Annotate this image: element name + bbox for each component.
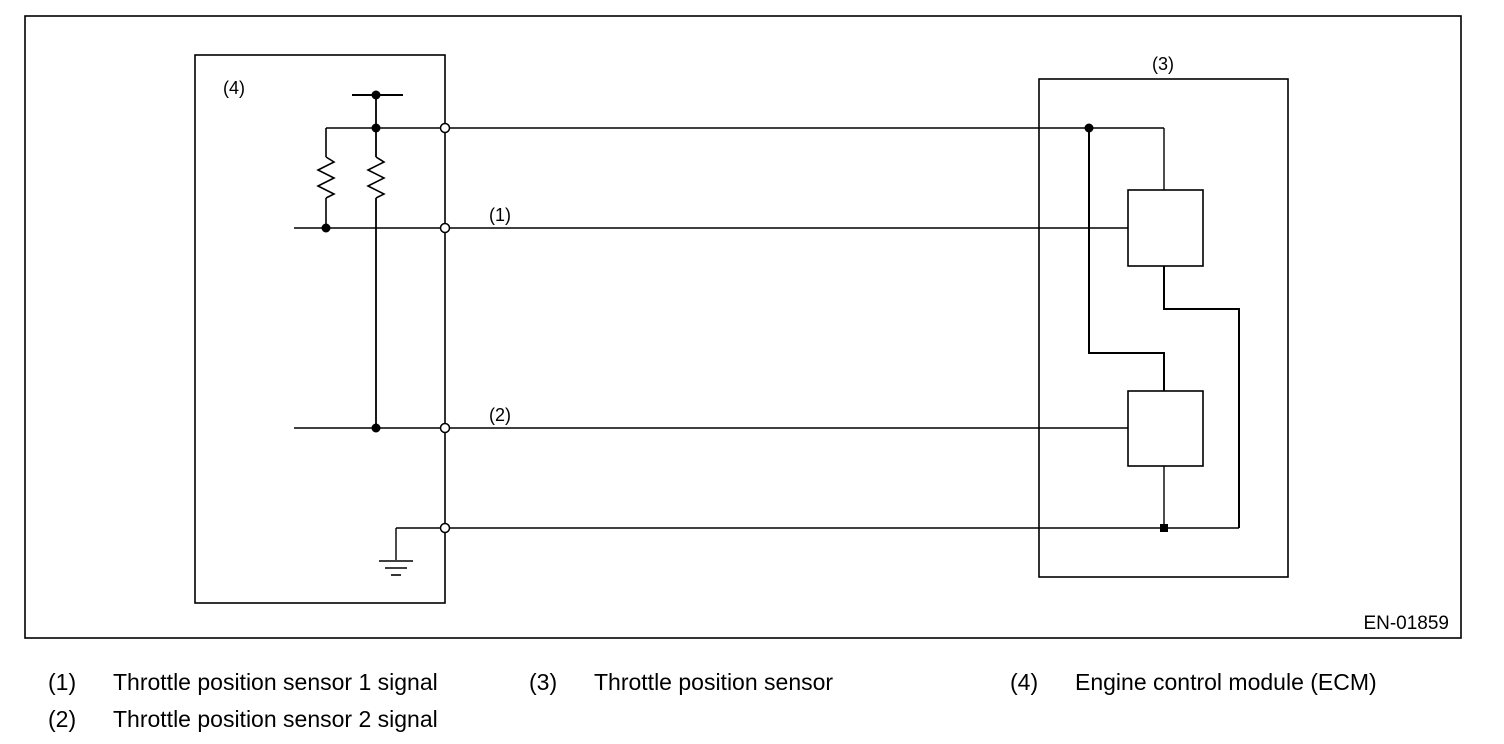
ecm-connector-terminals (439, 122, 451, 534)
terminal-ground-icon (439, 522, 451, 534)
pull-up-resistor-2-icon (366, 156, 386, 199)
legend-number: (1) (48, 669, 77, 695)
legend-text: Engine control module (ECM) (1075, 669, 1377, 695)
legend-text: Throttle position sensor (594, 669, 834, 695)
legend-number: (3) (529, 669, 558, 695)
signal-1-label: (1) (489, 205, 511, 225)
sensor-box (1038, 78, 1289, 578)
legend-text: Throttle position sensor 2 signal (113, 706, 438, 732)
sensor-label: (3) (1152, 54, 1174, 74)
terminal-power-icon (439, 122, 451, 134)
signal-2-label: (2) (489, 405, 511, 425)
legend-text: Throttle position sensor 1 signal (113, 669, 438, 695)
pull-up-resistor-1-icon (316, 156, 336, 199)
legend-number: (2) (48, 706, 77, 732)
legend-number: (4) (1010, 669, 1039, 695)
ecm-junction-dots (321, 90, 381, 433)
ecm-internal-wiring (294, 94, 440, 576)
sensor-junction-dots (1084, 123, 1168, 532)
terminal-signal-2-icon (439, 422, 451, 434)
terminal-signal-1-icon (439, 222, 451, 234)
sensor-element-1 (1127, 189, 1204, 267)
figure-code: EN-01859 (1363, 613, 1449, 634)
ecm-box (194, 54, 446, 604)
harness-wires (449, 127, 1239, 529)
ecm-label: (4) (223, 78, 245, 98)
diagram-frame (24, 15, 1462, 639)
sensor-internal-wiring (1088, 128, 1240, 528)
ground-icon (379, 560, 413, 576)
sensor-element-2 (1127, 390, 1204, 467)
